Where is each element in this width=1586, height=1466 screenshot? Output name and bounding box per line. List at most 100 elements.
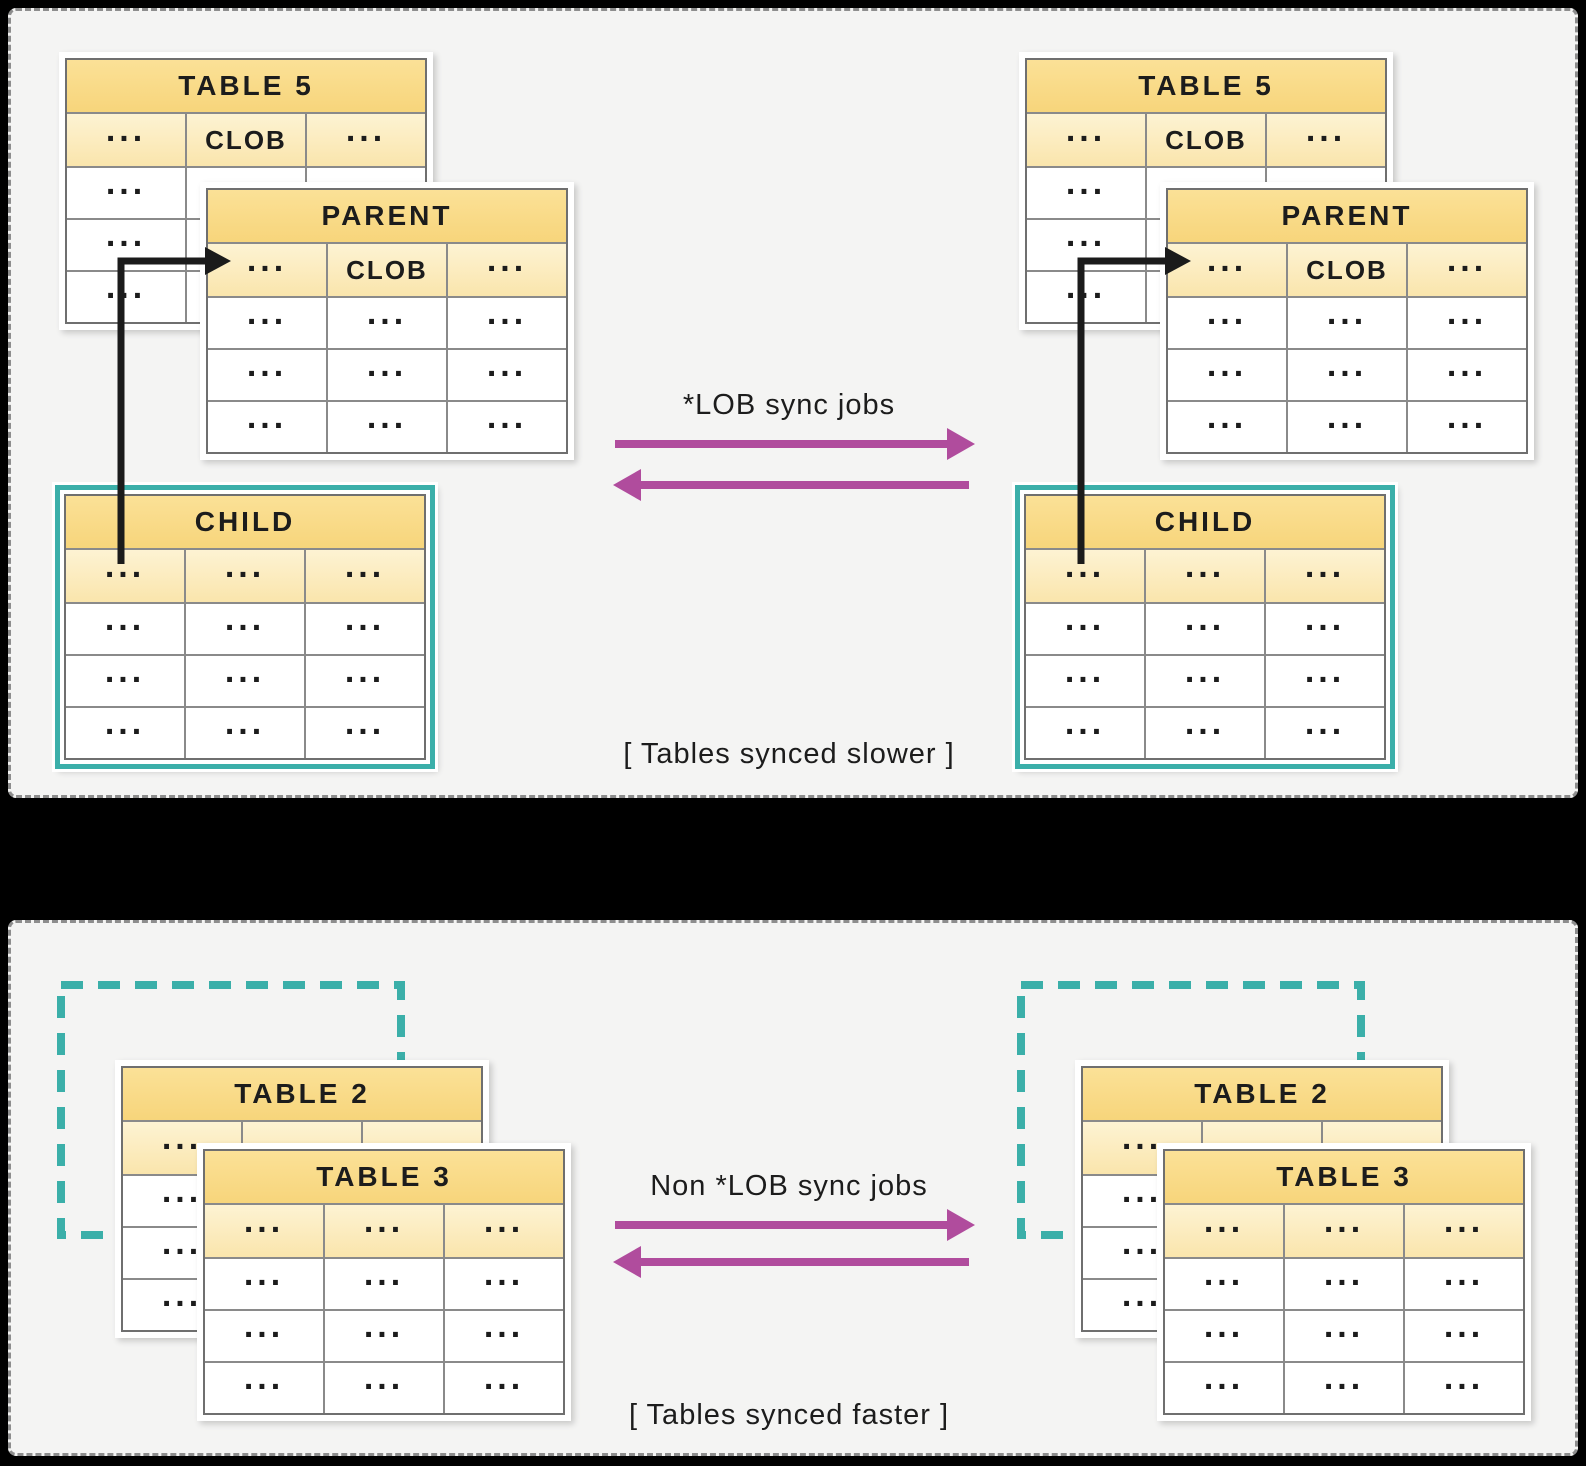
ellipsis-placeholder: ...: [246, 294, 288, 332]
ellipsis-placeholder: ...: [1443, 1359, 1485, 1397]
table-grid: CHILD...................................…: [1024, 494, 1386, 760]
table-body-cell: ...: [328, 296, 446, 348]
sync-arrow-right: [615, 1209, 975, 1241]
ellipsis-placeholder: ...: [1326, 294, 1368, 332]
table-colhead-cell: CLOB: [328, 244, 446, 296]
table-colhead-cell: ...: [208, 241, 326, 296]
ellipsis-placeholder: ...: [486, 346, 528, 384]
ellipsis-placeholder: ...: [246, 346, 288, 384]
non-lob-sync-jobs-label: Non *LOB sync jobs: [650, 1170, 928, 1202]
table-body-cell: ...: [306, 602, 424, 654]
table-colhead-cell: ...: [1408, 243, 1526, 296]
table-body-cell: ...: [445, 1361, 563, 1413]
table-body-cell: ...: [306, 704, 424, 758]
ellipsis-placeholder: ...: [1203, 1307, 1245, 1345]
ellipsis-placeholder: ...: [1443, 1307, 1485, 1345]
table-title: PARENT: [208, 190, 566, 242]
ellipsis-placeholder: ...: [344, 652, 386, 690]
ellipsis-placeholder: ...: [224, 652, 266, 690]
ellipsis-placeholder: ...: [486, 241, 528, 279]
table-body-cell: ...: [1168, 348, 1286, 400]
sync-arrow-left: [613, 1246, 969, 1278]
ellipsis-placeholder: ...: [1326, 398, 1368, 436]
ellipsis-placeholder: ...: [243, 1307, 285, 1345]
table-grid: PARENT...CLOB...........................…: [206, 188, 568, 454]
ellipsis-placeholder: ...: [1064, 547, 1106, 585]
ellipsis-placeholder: ...: [1064, 600, 1106, 638]
ellipsis-placeholder: ...: [1184, 547, 1226, 585]
ellipsis-placeholder: ...: [1446, 294, 1488, 332]
child-card-right: CHILD...................................…: [1015, 485, 1395, 769]
ellipsis-placeholder: ...: [1323, 1307, 1365, 1345]
table-colhead-cell: ...: [1165, 1204, 1283, 1257]
table-body-cell: ...: [1027, 216, 1145, 270]
table3-card-left: TABLE 3.................................…: [197, 1143, 571, 1421]
column-label: CLOB: [1165, 124, 1247, 155]
ellipsis-placeholder: ...: [1203, 1255, 1245, 1293]
ellipsis-placeholder: ...: [105, 111, 147, 149]
table-body-cell: ...: [1408, 348, 1526, 400]
ellipsis-placeholder: ...: [224, 704, 266, 742]
table-body-cell: ...: [67, 268, 185, 322]
table-body-cell: ...: [445, 1307, 563, 1361]
ellipsis-placeholder: ...: [1065, 216, 1107, 254]
ellipsis-placeholder: ...: [1326, 346, 1368, 384]
ellipsis-placeholder: ...: [344, 704, 386, 742]
ellipsis-placeholder: ...: [224, 600, 266, 638]
ellipsis-placeholder: ...: [363, 1202, 405, 1240]
table-body-cell: ...: [1408, 294, 1526, 348]
ellipsis-placeholder: ...: [246, 398, 288, 436]
table-title: TABLE 2: [123, 1068, 481, 1120]
table-body-cell: ...: [208, 346, 326, 400]
ellipsis-placeholder: ...: [1065, 268, 1107, 306]
table-body-cell: ...: [328, 348, 446, 400]
ellipsis-placeholder: ...: [1065, 164, 1107, 202]
ellipsis-placeholder: ...: [1446, 398, 1488, 436]
ellipsis-placeholder: ...: [366, 398, 408, 436]
table-body-cell: ...: [1165, 1359, 1283, 1413]
table-body-cell: ...: [448, 294, 566, 348]
table-colhead-cell: ...: [1026, 547, 1144, 602]
table-body-cell: ...: [186, 600, 304, 654]
ellipsis-placeholder: ...: [483, 1255, 525, 1293]
ellipsis-placeholder: ...: [1203, 1359, 1245, 1397]
table-body-cell: ...: [1266, 600, 1384, 654]
ellipsis-placeholder: ...: [486, 294, 528, 332]
table-body-cell: ...: [1288, 346, 1406, 400]
table-body-cell: ...: [1026, 704, 1144, 758]
table-colhead-cell: CLOB: [1147, 114, 1265, 166]
table-body-cell: ...: [325, 1307, 443, 1361]
table-colhead-cell: ...: [445, 1204, 563, 1257]
table-body-cell: ...: [205, 1359, 323, 1413]
table-colhead-cell: ...: [448, 241, 566, 296]
ellipsis-placeholder: ...: [1443, 1255, 1485, 1293]
table-body-cell: ...: [66, 706, 184, 758]
ellipsis-placeholder: ...: [1064, 704, 1106, 742]
ellipsis-placeholder: ...: [1443, 1202, 1485, 1240]
ellipsis-placeholder: ...: [363, 1307, 405, 1345]
ellipsis-placeholder: ...: [243, 1202, 285, 1240]
ellipsis-placeholder: ...: [1304, 600, 1346, 638]
lob-sync-jobs-label: *LOB sync jobs: [682, 389, 896, 421]
ellipsis-placeholder: ...: [104, 600, 146, 638]
table-body-cell: ...: [1288, 294, 1406, 348]
table-colhead-cell: ...: [1146, 547, 1264, 602]
table-body-cell: ...: [1168, 400, 1286, 452]
ellipsis-placeholder: ...: [243, 1359, 285, 1397]
table-colhead-cell: CLOB: [187, 114, 305, 166]
table-body-cell: ...: [1285, 1257, 1403, 1309]
parent-card-left: PARENT...CLOB...........................…: [200, 182, 574, 460]
table-body-cell: ...: [325, 1257, 443, 1309]
ellipsis-placeholder: ...: [246, 241, 288, 279]
table-body-cell: ...: [306, 652, 424, 706]
table-colhead-cell: ...: [306, 549, 424, 602]
table-body-cell: ...: [186, 652, 304, 706]
table-colhead-cell: ...: [1267, 113, 1385, 166]
table-grid: CHILD...................................…: [64, 494, 426, 760]
ellipsis-placeholder: ...: [483, 1307, 525, 1345]
ellipsis-placeholder: ...: [105, 268, 147, 306]
table-colhead-cell: ...: [307, 111, 425, 166]
child-card-left: CHILD...................................…: [55, 485, 435, 769]
ellipsis-placeholder: ...: [345, 111, 387, 149]
table-title: CHILD: [1026, 496, 1384, 548]
